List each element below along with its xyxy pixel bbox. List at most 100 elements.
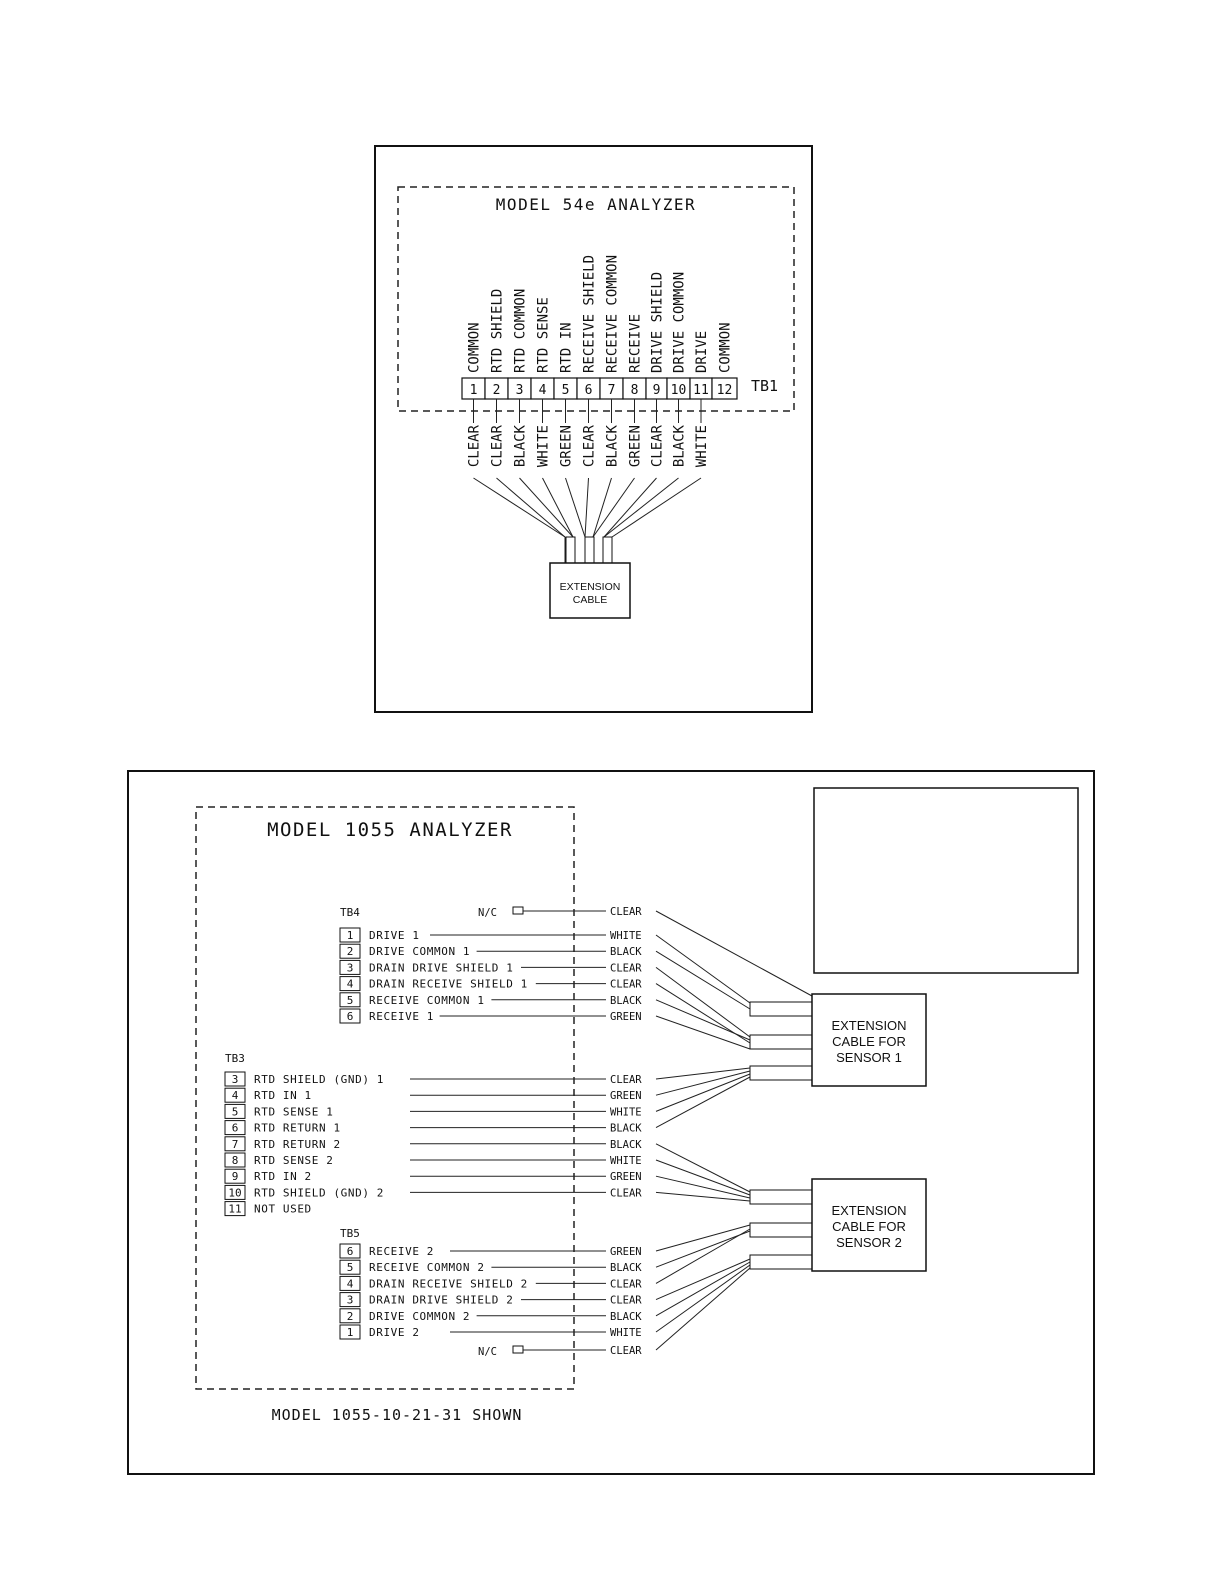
tb1-terminal-number: 1 bbox=[470, 383, 478, 398]
model-1055-title: MODEL 1055 ANALYZER bbox=[267, 819, 513, 841]
tb1-terminal-number: 11 bbox=[693, 383, 709, 398]
wire-line bbox=[655, 999, 751, 1041]
tb3-wire-color: CLEAR bbox=[610, 1187, 642, 1199]
tb5-wire-color: GREEN bbox=[610, 1246, 642, 1258]
tb4-terminal-number: 4 bbox=[347, 978, 354, 991]
tb1-terminal-box bbox=[711, 377, 738, 400]
tb3-wire-color: CLEAR bbox=[610, 1074, 642, 1086]
wire-line bbox=[655, 1159, 751, 1196]
tb5-terminal-box bbox=[339, 1275, 361, 1291]
wire-line bbox=[592, 477, 612, 538]
wire-line bbox=[542, 477, 574, 538]
tb4-terminal-box bbox=[339, 976, 361, 992]
tb1-terminal-number: 3 bbox=[516, 383, 524, 398]
tb1-wire-color: BLACK bbox=[672, 424, 688, 467]
tb3-terminal-box bbox=[224, 1071, 246, 1087]
wire-line bbox=[655, 910, 813, 997]
tb1-wire-color: BLACK bbox=[605, 424, 621, 467]
tb4-terminal-number: 1 bbox=[347, 929, 354, 942]
wire-line bbox=[655, 1070, 751, 1096]
tb4-wire-color: BLACK bbox=[610, 995, 642, 1007]
wire-line bbox=[655, 1015, 751, 1050]
tb1-terminal-number: 9 bbox=[653, 383, 661, 398]
tb3-terminal-label: NOT USED bbox=[254, 1203, 312, 1216]
wire-line bbox=[655, 950, 751, 1010]
tb4-terminal-number: 3 bbox=[347, 961, 354, 974]
tb5-terminal-number: 5 bbox=[347, 1261, 354, 1274]
tb1-terminal-label: COMMON bbox=[467, 322, 483, 373]
tb3-terminal-number: 3 bbox=[232, 1073, 239, 1086]
tb1-wire-color: CLEAR bbox=[650, 424, 666, 467]
nc-bottom-wire-color: CLEAR bbox=[610, 1345, 642, 1357]
tb5-wire-color: CLEAR bbox=[610, 1278, 642, 1290]
tb3-wire-color: GREEN bbox=[610, 1171, 642, 1183]
tb1-label: TB1 bbox=[751, 377, 778, 395]
wire-line bbox=[655, 934, 751, 1004]
bottom-cable-core bbox=[749, 1189, 813, 1205]
tb1-terminal-number: 2 bbox=[493, 383, 501, 398]
tb4-wire-color: CLEAR bbox=[610, 979, 642, 991]
nc-top-connector: N/C CLEAR bbox=[478, 906, 642, 919]
tb3-terminal-box bbox=[224, 1152, 246, 1168]
wire-line bbox=[655, 1264, 751, 1333]
tb4-terminal-label: DRAIN RECEIVE SHIELD 1 bbox=[369, 978, 528, 991]
wire-line bbox=[603, 477, 679, 538]
tb1-terminal-label: RTD SENSE bbox=[536, 297, 552, 373]
tb1-terminal-number: 8 bbox=[631, 383, 639, 398]
extension-cable-sensor-2-box bbox=[811, 1178, 927, 1272]
top-extension-cable-box bbox=[549, 562, 631, 619]
wire-line bbox=[655, 1258, 751, 1301]
wire-line bbox=[655, 1230, 751, 1268]
cable2-line-3: SENSOR 2 bbox=[836, 1235, 902, 1250]
tb3-terminal-box bbox=[224, 1087, 246, 1103]
tb3-terminal-number: 4 bbox=[232, 1089, 239, 1102]
tb5-wire-color: BLACK bbox=[610, 1262, 642, 1274]
cable1-line-1: EXTENSION bbox=[831, 1018, 906, 1033]
tb3-wire-color: GREEN bbox=[610, 1090, 642, 1102]
tb1-terminal-number: 4 bbox=[539, 383, 547, 398]
tb5-terminal-box bbox=[339, 1308, 361, 1324]
model-1055-wiring-diagram: MODEL 1055 ANALYZER MODEL 1055-10-21-31 … bbox=[127, 770, 1095, 1475]
tb3-terminal-number: 10 bbox=[228, 1186, 241, 1199]
wire-line bbox=[655, 1228, 751, 1284]
tb4-terminal-label: DRIVE COMMON 1 bbox=[369, 945, 470, 958]
tb4-wire-color: GREEN bbox=[610, 1011, 642, 1023]
wire-line bbox=[603, 477, 657, 538]
tb3-terminal-label: RTD SENSE 1 bbox=[254, 1105, 333, 1118]
bottom-cable-core bbox=[749, 1065, 813, 1081]
nc-top-wire-color: CLEAR bbox=[610, 906, 642, 918]
tb3-terminal-box bbox=[224, 1184, 246, 1200]
tb5-wire-color: BLACK bbox=[610, 1311, 642, 1323]
tb5-terminal-label: DRAIN DRIVE SHIELD 2 bbox=[369, 1294, 513, 1307]
tb3-terminal-number: 7 bbox=[232, 1138, 239, 1151]
bottom-cable-fan-wires bbox=[655, 910, 813, 1351]
tb1-wire-color: WHITE bbox=[694, 425, 710, 467]
top-cable-core bbox=[565, 536, 576, 564]
top-cable-core bbox=[602, 536, 613, 564]
tb1-wire-color: GREEN bbox=[628, 425, 644, 467]
tb1-terminal-label: DRIVE COMMON bbox=[672, 272, 688, 373]
tb4-terminal-box bbox=[339, 943, 361, 959]
tb4-label: TB4 bbox=[340, 906, 360, 919]
tb5-terminal-box bbox=[339, 1292, 361, 1308]
tb4-terminal-number: 6 bbox=[347, 1010, 354, 1023]
tb4-terminal-label: RECEIVE COMMON 1 bbox=[369, 994, 485, 1007]
wire-line bbox=[655, 1073, 751, 1112]
tb3-terminal-number: 9 bbox=[232, 1170, 239, 1183]
tb1-terminal-number: 5 bbox=[562, 383, 570, 398]
tb3-terminal-number: 8 bbox=[232, 1154, 239, 1167]
tb4-terminal-box bbox=[339, 1008, 361, 1024]
tb5-terminal-number: 3 bbox=[347, 1294, 354, 1307]
tb3-terminal-label: RTD RETURN 2 bbox=[254, 1138, 341, 1151]
tb3-terminal-box bbox=[224, 1136, 246, 1152]
tb5-terminal-label: DRIVE 2 bbox=[369, 1326, 420, 1339]
wire-line bbox=[519, 477, 574, 538]
tb4-terminal-label: DRIVE 1 bbox=[369, 929, 420, 942]
wire-line bbox=[611, 477, 702, 538]
tb5-terminal-number: 2 bbox=[347, 1310, 354, 1323]
bottom-cable-core bbox=[749, 1222, 813, 1238]
